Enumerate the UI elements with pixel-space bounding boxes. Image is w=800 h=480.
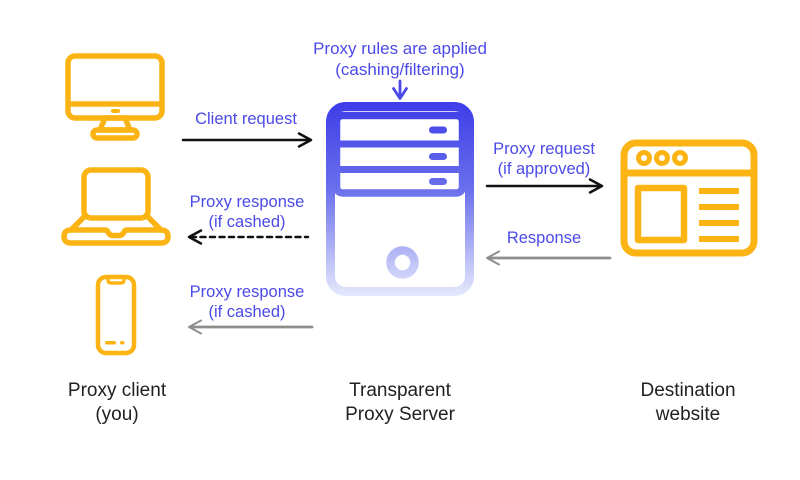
response-label: Response xyxy=(506,229,582,247)
proxy-rules-note: Proxy rules are applied (cashing/filteri… xyxy=(313,38,487,80)
proxy-server-caption: Transparent Proxy Server xyxy=(345,380,455,425)
desktop-monitor-icon xyxy=(65,53,165,141)
proxy-request-label: Proxy request (if approved) xyxy=(493,140,595,178)
server-tower-icon xyxy=(326,102,474,296)
proxy-rules-note-line1: Proxy rules are applied xyxy=(313,39,487,58)
proxy-response-dashed-arrow xyxy=(187,229,310,245)
browser-window-icon xyxy=(620,139,758,257)
rules-down-arrow xyxy=(392,79,408,100)
proxy-response-laptop-label: Proxy response (if cashed) xyxy=(189,193,305,231)
laptop-icon xyxy=(61,167,171,246)
proxy-client-caption: Proxy client (you) xyxy=(67,380,167,425)
smartphone-icon xyxy=(95,274,137,356)
proxy-request-arrow xyxy=(485,178,604,194)
proxy-response-gray-arrow xyxy=(188,319,314,335)
client-request-arrow xyxy=(181,132,313,148)
proxy-response-phone-label: Proxy response (if cashed) xyxy=(189,283,305,321)
client-request-label: Client request xyxy=(195,110,297,128)
proxy-rules-note-line2: (cashing/filtering) xyxy=(335,60,465,79)
destination-website-caption: Destination website xyxy=(640,380,736,425)
response-arrow xyxy=(486,250,612,266)
